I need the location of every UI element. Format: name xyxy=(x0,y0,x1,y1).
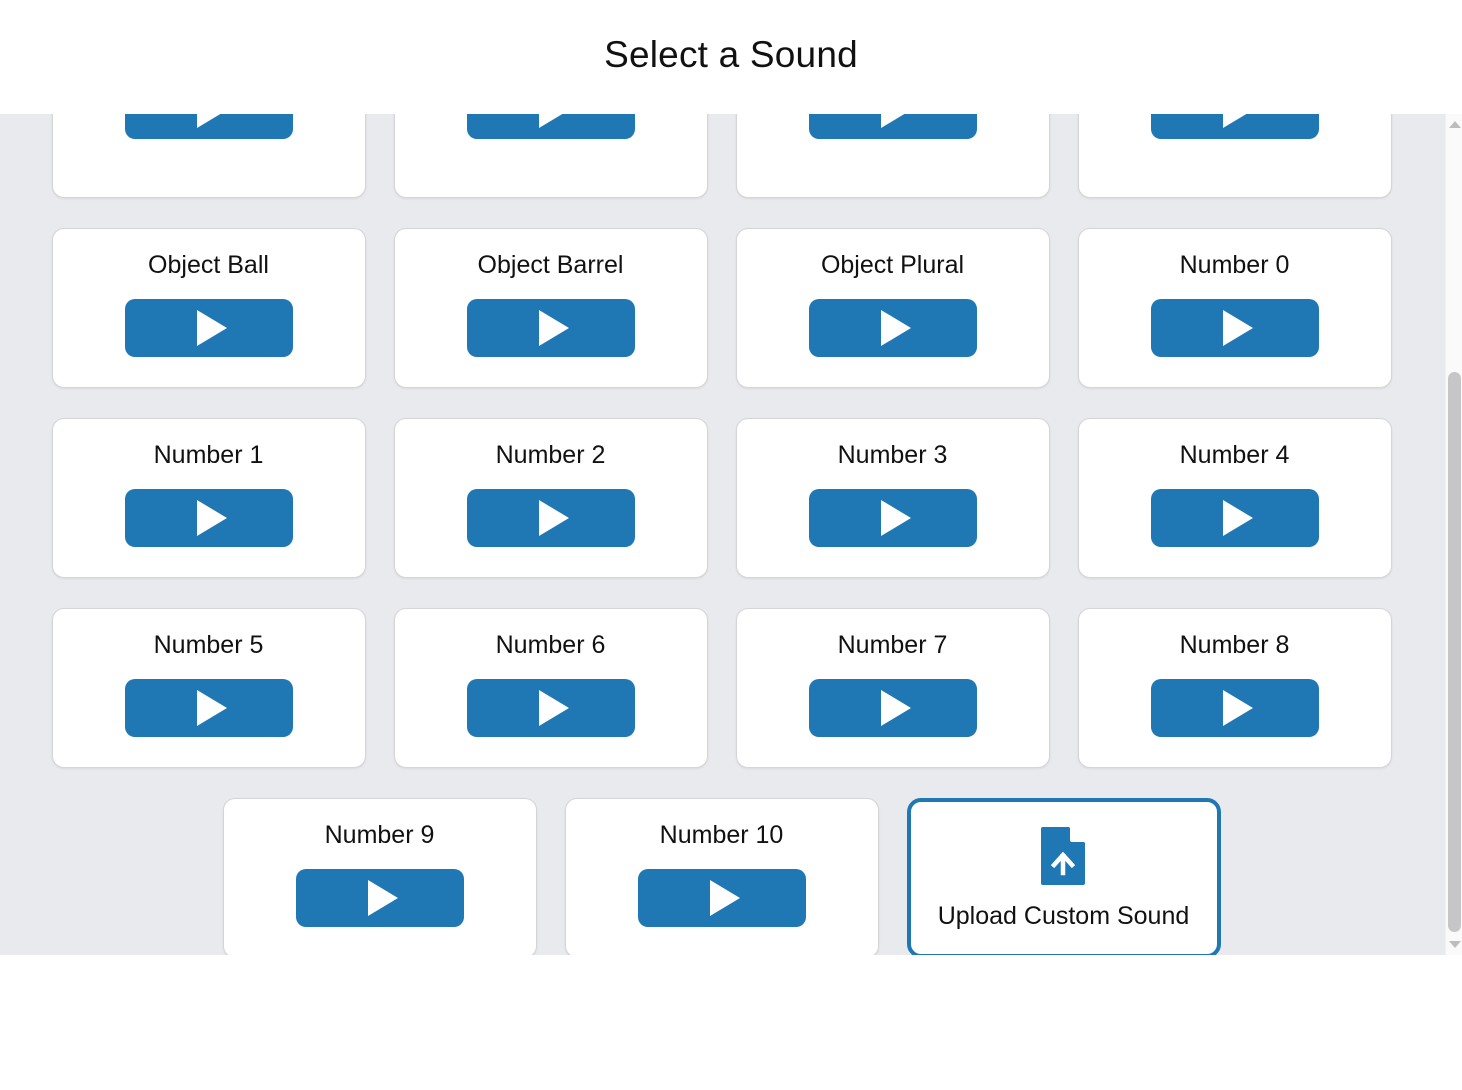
play-icon xyxy=(196,114,227,128)
sound-card-label: Object Ball xyxy=(148,251,269,279)
play-icon xyxy=(1222,114,1253,128)
sound-card[interactable]: Number 9 xyxy=(222,798,537,955)
dialog-footer: Cancel Select File xyxy=(0,955,1462,1090)
sound-card-label: Number 5 xyxy=(153,631,264,659)
chevron-down-icon xyxy=(1448,941,1461,948)
play-sound-button[interactable] xyxy=(808,488,977,547)
chevron-up-icon xyxy=(1448,121,1461,128)
sound-card-label: Number 0 xyxy=(1179,251,1290,279)
play-sound-button[interactable] xyxy=(1150,114,1319,139)
play-icon xyxy=(880,114,911,128)
play-sound-button[interactable] xyxy=(808,114,977,139)
play-icon xyxy=(538,309,569,346)
scrollbar-thumb[interactable] xyxy=(1448,372,1461,932)
sound-card-label: Object Plural xyxy=(820,251,965,279)
play-icon xyxy=(709,879,740,916)
sound-card[interactable] xyxy=(1077,114,1392,198)
sound-card-label: Number 10 xyxy=(659,821,784,849)
dialog-header: Select a Sound xyxy=(0,0,1462,114)
sound-card-label: Number 4 xyxy=(1179,441,1290,469)
scroll-down-button[interactable] xyxy=(1446,936,1462,953)
sound-card[interactable]: Number 6 xyxy=(393,608,708,768)
play-icon xyxy=(1222,309,1253,346)
sound-card-label: Number 1 xyxy=(153,441,264,469)
play-icon xyxy=(538,689,569,726)
sound-card[interactable]: Number 3 xyxy=(735,418,1050,578)
play-icon xyxy=(538,499,569,536)
play-sound-button[interactable] xyxy=(637,868,806,927)
sound-card-label: Number 8 xyxy=(1179,631,1290,659)
play-icon xyxy=(196,309,227,346)
play-sound-button[interactable] xyxy=(124,114,293,139)
play-icon xyxy=(880,499,911,536)
play-icon xyxy=(196,689,227,726)
file-upload-icon xyxy=(1039,825,1089,890)
play-sound-button[interactable] xyxy=(466,678,635,737)
sound-card[interactable]: Object Ball xyxy=(51,228,366,388)
sound-card[interactable]: Number 4 xyxy=(1077,418,1392,578)
sound-card[interactable]: Number 7 xyxy=(735,608,1050,768)
play-icon xyxy=(538,114,569,128)
play-icon xyxy=(1222,499,1253,536)
play-sound-button[interactable] xyxy=(466,114,635,139)
play-sound-button[interactable] xyxy=(466,298,635,357)
sound-card[interactable]: Object Barrel xyxy=(393,228,708,388)
sound-card-label: Object Barrel xyxy=(477,251,624,279)
sound-card[interactable]: Number 5 xyxy=(51,608,366,768)
play-icon xyxy=(880,309,911,346)
play-icon xyxy=(1222,689,1253,726)
upload-custom-sound-label: Upload Custom Sound xyxy=(937,902,1190,930)
sound-card[interactable] xyxy=(51,114,366,198)
play-sound-button[interactable] xyxy=(808,298,977,357)
sound-card-label: Number 9 xyxy=(324,821,435,849)
play-sound-button[interactable] xyxy=(124,678,293,737)
sound-card[interactable] xyxy=(735,114,1050,198)
play-sound-button[interactable] xyxy=(295,868,464,927)
sound-card[interactable]: Number 0 xyxy=(1077,228,1392,388)
sound-card[interactable]: Number 10 xyxy=(564,798,879,955)
sound-card[interactable]: Number 2 xyxy=(393,418,708,578)
play-icon xyxy=(196,499,227,536)
play-sound-button[interactable] xyxy=(808,678,977,737)
upload-custom-sound-card[interactable]: Upload Custom Sound xyxy=(906,798,1221,955)
sound-card[interactable]: Object Plural xyxy=(735,228,1050,388)
play-sound-button[interactable] xyxy=(124,298,293,357)
play-icon xyxy=(367,879,398,916)
play-sound-button[interactable] xyxy=(1150,298,1319,357)
play-sound-button[interactable] xyxy=(466,488,635,547)
sound-card-label: Number 3 xyxy=(837,441,948,469)
sound-card[interactable]: Number 8 xyxy=(1077,608,1392,768)
play-sound-button[interactable] xyxy=(1150,488,1319,547)
play-sound-button[interactable] xyxy=(124,488,293,547)
play-sound-button[interactable] xyxy=(1150,678,1319,737)
sound-card[interactable] xyxy=(393,114,708,198)
sound-card-label: Number 6 xyxy=(495,631,606,659)
sound-card-label: Number 2 xyxy=(495,441,606,469)
page-title: Select a Sound xyxy=(604,33,858,75)
vertical-scrollbar[interactable] xyxy=(1445,114,1462,955)
sound-card[interactable]: Number 1 xyxy=(51,418,366,578)
scroll-up-button[interactable] xyxy=(1446,116,1462,133)
sound-card-label: Number 7 xyxy=(837,631,948,659)
play-icon xyxy=(880,689,911,726)
